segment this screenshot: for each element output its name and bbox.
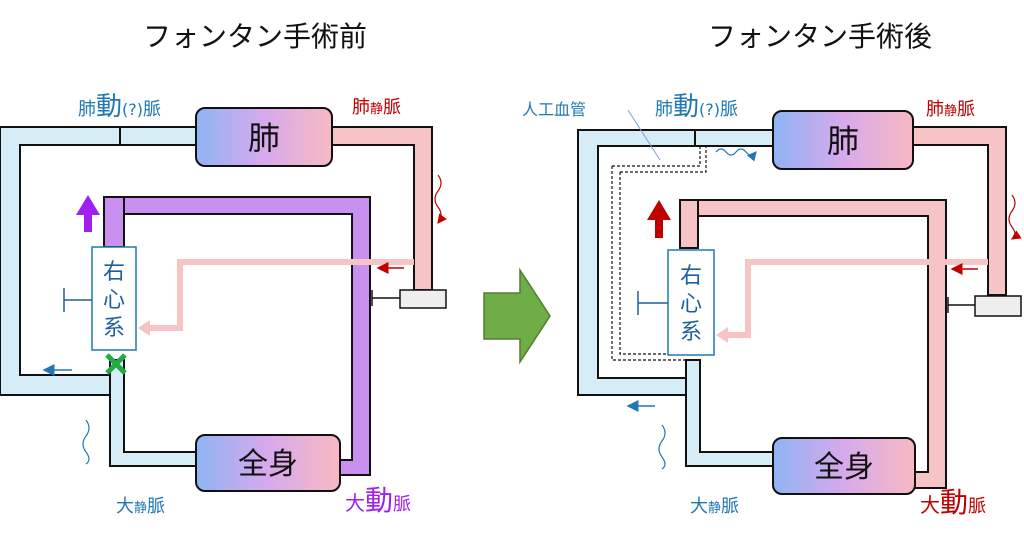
body-box-before <box>195 434 341 492</box>
panel-after: フォンタン手術後 右 心 系 <box>522 20 1022 519</box>
heart-label-after-2: 心 <box>680 292 702 317</box>
aorta-vessel <box>103 196 371 476</box>
heart-box-after <box>667 249 715 356</box>
pulmonary-vein-label-after: 肺静脈 <box>926 99 975 120</box>
aorta-label-after: 大動脈 <box>920 486 986 519</box>
atrium-box-after <box>974 295 1022 317</box>
aorta-label-before: 大動脈 <box>345 484 411 517</box>
wavy-arrow-pv-after <box>1008 194 1022 240</box>
pulmonary-artery-label-before: 肺動(?)脈 <box>78 92 161 122</box>
vena-cava-vessel <box>109 359 206 467</box>
heart-label-3: 系 <box>103 316 125 341</box>
arterial-blood-arrow <box>647 200 671 238</box>
lung-box-after <box>772 110 914 170</box>
heart-label-2: 心 <box>103 288 125 313</box>
mixed-blood-arrow <box>76 195 100 232</box>
artificial-conduit <box>611 146 707 361</box>
atrium-box <box>399 289 447 309</box>
pulmonary-artery-label-after: 肺動(?)脈 <box>655 92 738 122</box>
wavy-arrow-conduit <box>715 148 757 162</box>
lung-label-after: 肺 <box>827 122 859 160</box>
heart-label-1: 右 <box>103 260 125 285</box>
body-box-after <box>772 437 916 495</box>
body-label-after: 全身 <box>814 450 874 485</box>
vena-cava-vessel-after <box>685 359 776 467</box>
vena-cava-label-after: 大静脈 <box>690 496 739 517</box>
pulmonary-vein-label-before: 肺静脈 <box>352 97 401 118</box>
heart-label-after-3: 系 <box>680 320 702 345</box>
vena-cava-label-before: 大静脈 <box>116 496 165 517</box>
wavy-arrow-vc-after <box>658 424 666 470</box>
heart-label-after-1: 右 <box>680 264 702 289</box>
conduit-label: 人工血管 <box>522 100 586 119</box>
blocked-connection-icon <box>105 353 127 375</box>
oxygenated-return-line-after <box>728 259 988 338</box>
heart-box-before <box>91 246 137 351</box>
transition-arrow <box>483 267 551 365</box>
wavy-arrow-pv <box>434 174 447 224</box>
oxygenated-return-line <box>150 259 414 331</box>
title-after: フォンタン手術後 <box>708 20 932 53</box>
body-label-before: 全身 <box>238 447 298 482</box>
lung-label-before: 肺 <box>248 119 280 157</box>
wavy-arrow-vc <box>82 419 90 465</box>
panel-before: フォンタン手術前 右 心 系 <box>0 20 447 517</box>
lung-box-before <box>195 107 333 167</box>
title-before: フォンタン手術前 <box>143 20 367 53</box>
